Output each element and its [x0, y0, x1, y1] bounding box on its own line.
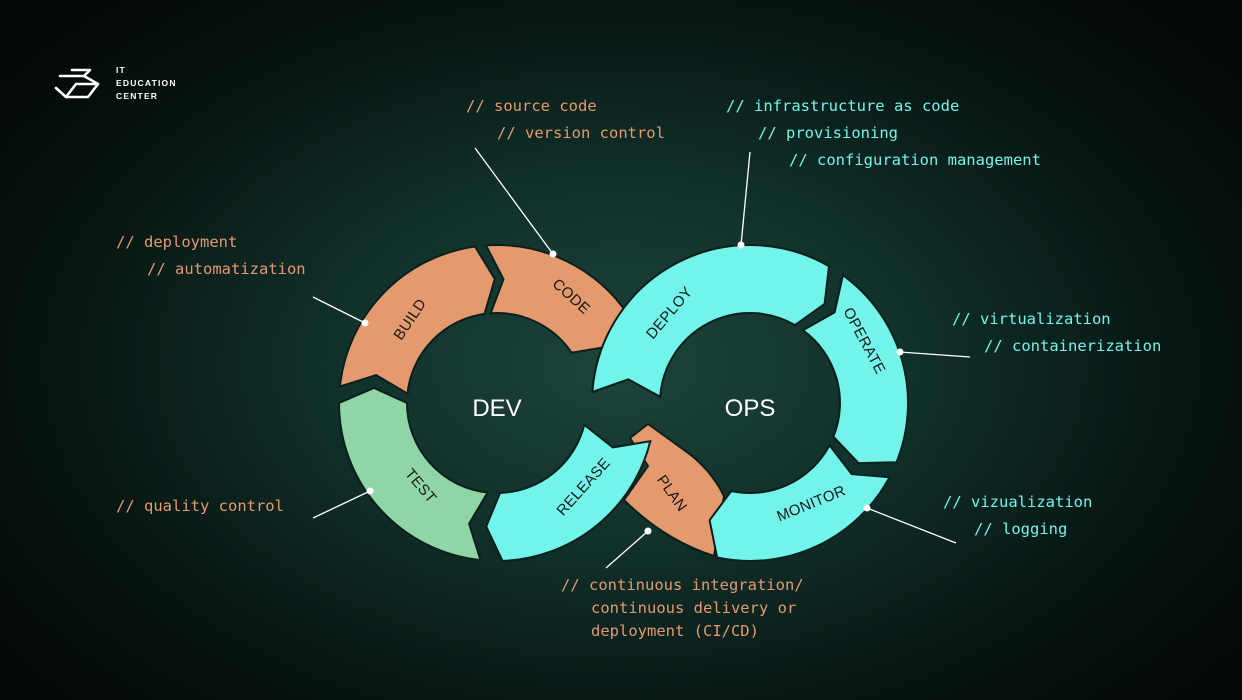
note-deploy-line-2: // provisioning	[758, 124, 898, 142]
segment-monitor[interactable]	[708, 443, 892, 562]
logo-text-line-2: EDUCATION	[116, 78, 177, 88]
logo: IT EDUCATION CENTER	[54, 65, 177, 101]
callout-dot-code	[549, 250, 557, 258]
notes: // source code // version control // dep…	[116, 97, 1161, 640]
callout-dot-deploy	[737, 241, 745, 249]
segment-build[interactable]	[338, 245, 496, 396]
ops-ring	[591, 244, 910, 562]
callout-line-code	[474, 147, 554, 255]
callout-dot-plan	[644, 527, 652, 535]
note-operate-line-2: // containerization	[984, 337, 1161, 355]
callout-line-test	[312, 490, 371, 519]
note-code-line-2: // version control	[497, 124, 665, 142]
note-operate-line-1: // virtualization	[952, 310, 1111, 328]
segment-release[interactable]	[485, 423, 652, 562]
callout-line-build	[312, 296, 366, 324]
note-monitor-line-1: // vizualization	[943, 493, 1092, 511]
callout-line-monitor	[866, 507, 957, 544]
note-monitor-line-2: // logging	[974, 520, 1067, 538]
segment-deploy[interactable]	[591, 244, 831, 399]
callout-dot-test	[366, 487, 374, 495]
segment-plan[interactable]	[622, 422, 726, 558]
note-build-line-2: // automatization	[147, 260, 306, 278]
note-code-line-1: // source code	[466, 97, 597, 115]
logo-text-line-1: IT	[116, 65, 126, 75]
callout-line-deploy	[740, 151, 751, 246]
callout-dot-monitor	[863, 504, 871, 512]
callout-dot-operate	[896, 348, 904, 356]
logo-text-line-3: CENTER	[116, 91, 158, 101]
callout-lines	[312, 147, 971, 569]
segment-test[interactable]	[337, 386, 490, 562]
note-deploy-line-3: // configuration management	[789, 151, 1041, 169]
note-deploy-line-1: // infrastructure as code	[726, 97, 959, 115]
note-plan-line-3: deployment (CI/CD)	[591, 622, 759, 640]
note-plan-line-2: continuous delivery or	[591, 599, 796, 617]
dev-ring	[337, 244, 726, 562]
note-plan-line-1: // continuous integration/	[561, 576, 804, 594]
center-label-ops: OPS	[725, 395, 776, 422]
callout-line-plan	[605, 530, 649, 569]
center-label-dev: DEV	[472, 395, 521, 422]
note-test-line-1: // quality control	[116, 497, 284, 515]
callout-line-operate	[899, 351, 971, 358]
logo-icon	[54, 68, 100, 99]
callout-dot-build	[361, 319, 369, 327]
segment-operate[interactable]	[801, 273, 910, 465]
note-build-line-1: // deployment	[116, 233, 237, 251]
